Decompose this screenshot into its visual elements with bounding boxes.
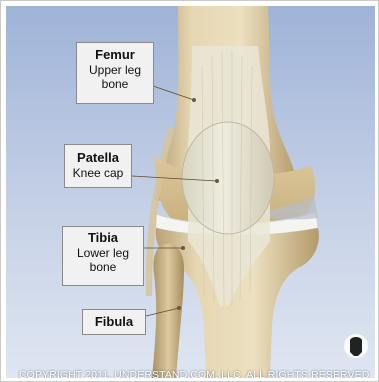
- patella-line1: Knee cap: [65, 166, 131, 181]
- tibia-title: Tibia: [63, 230, 143, 246]
- tibia-label: Tibia Lower leg bone: [62, 226, 144, 286]
- femur-title: Femur: [77, 47, 153, 63]
- femur-line1: Upper leg: [77, 63, 153, 78]
- fibula-title: Fibula: [83, 314, 145, 330]
- understand-logo-icon: [344, 334, 368, 358]
- femur-label: Femur Upper leg bone: [76, 42, 154, 104]
- patella-title: Patella: [65, 150, 131, 166]
- tibia-line2: bone: [63, 260, 143, 275]
- fibula-label: Fibula: [82, 309, 146, 335]
- knee-anatomy-drawing: [6, 6, 375, 378]
- tibia-line1: Lower leg: [63, 246, 143, 261]
- patella-bone: [182, 122, 274, 234]
- knee-illustration: Femur Upper leg bone Patella Knee cap Ti…: [6, 6, 375, 378]
- femur-line2: bone: [77, 77, 153, 92]
- patella-label: Patella Knee cap: [64, 144, 132, 188]
- copyright-notice: COPYRIGHT 2011, UNDERSTAND.COM, LLC. ALL…: [19, 369, 369, 378]
